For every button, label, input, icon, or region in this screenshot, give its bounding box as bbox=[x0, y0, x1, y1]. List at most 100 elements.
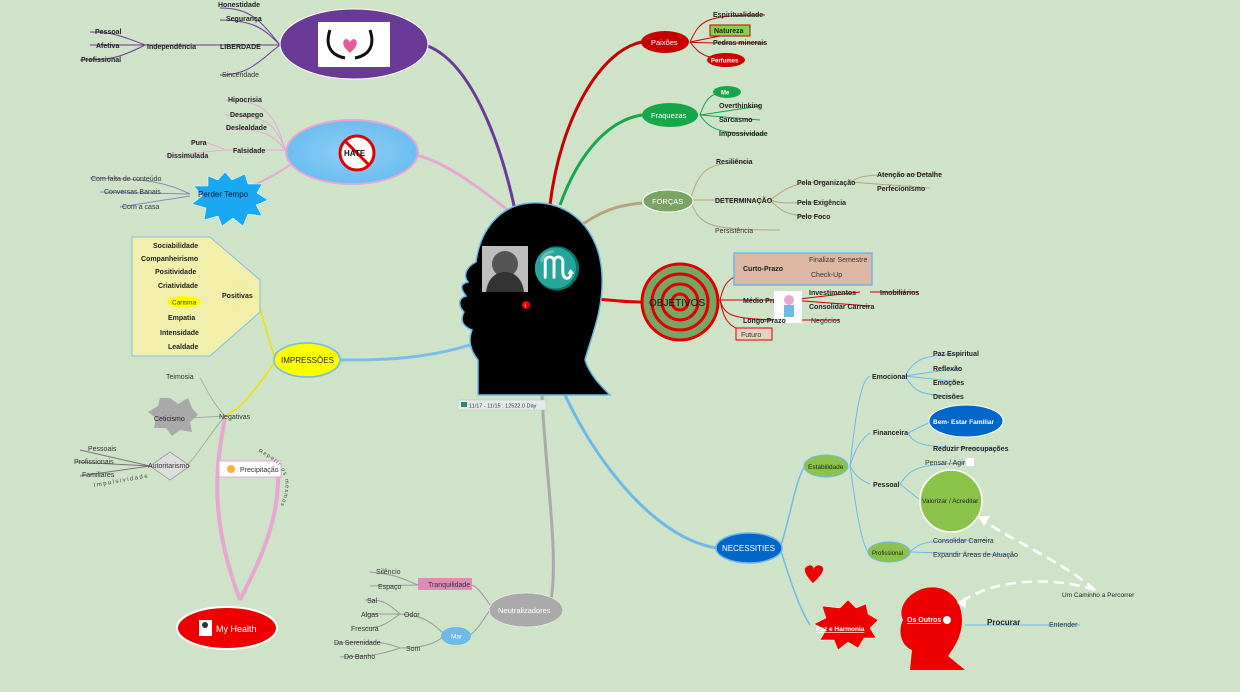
pelo-foco-label: Pelo Foco bbox=[797, 214, 830, 221]
falsidade-label: Falsidade bbox=[233, 148, 265, 155]
silencio-label: Silêncio bbox=[376, 569, 401, 576]
fraquezas-title: Fraquezas bbox=[651, 111, 687, 120]
independencia-label: Independência bbox=[147, 44, 196, 51]
sinceridade-label: Sinceridade bbox=[222, 72, 259, 79]
link-icon[interactable] bbox=[943, 616, 951, 624]
hipocrisia-label: Hipocrisia bbox=[228, 97, 262, 104]
pessoal-label: Pessoal bbox=[873, 482, 900, 489]
consolidar-carreira-label: Consolidar Carreira bbox=[809, 304, 874, 311]
pela-organizacao-label: Pela Organização bbox=[797, 180, 855, 187]
carisma-label: Carisma bbox=[172, 300, 197, 307]
honestidade-label: Honestidade bbox=[218, 2, 260, 9]
som-label: Som bbox=[406, 646, 421, 653]
finalizar-semestre-label: Finalizar Semestre bbox=[809, 257, 867, 264]
check-up-label: Check-Up bbox=[811, 272, 842, 279]
autoritarismo-label: Autoritarismo bbox=[148, 463, 189, 470]
frescura-label: Frescura bbox=[351, 626, 379, 633]
do-banho-label: Do Banho bbox=[344, 654, 375, 661]
deslealdade-label: Deslealdade bbox=[226, 125, 267, 132]
paixoes-branch: Paixões Espiritualidade Natureza Pedras … bbox=[641, 12, 767, 67]
entender-label: Entender bbox=[1049, 622, 1078, 629]
overthinking-label: Overthinking bbox=[719, 103, 762, 110]
sociabilidade-label: Sociabilidade bbox=[153, 243, 198, 250]
liberdade-branch: Honestidade Segurança LIBERDADE Sincerid… bbox=[81, 2, 429, 80]
pura-label: Pura bbox=[191, 140, 207, 147]
curto-prazo-label: Curto-Prazo bbox=[743, 266, 783, 273]
estabilidade-label: Estabilidade bbox=[808, 464, 844, 471]
central-head: ♏ i 11/17 - 11/15 : 12522.0 Day bbox=[457, 202, 612, 411]
algas-label: Algas bbox=[361, 612, 379, 619]
negocios-label: Negócios bbox=[811, 318, 841, 325]
desapego-label: Desapego bbox=[230, 112, 263, 119]
companheirismo-label: Companheirismo bbox=[141, 256, 198, 263]
valorizar-acreditar-label: Valorizar / Acreditar bbox=[922, 498, 979, 505]
paz-harmonia-label: Paz e Harmonia bbox=[816, 626, 865, 633]
investimentos-label: Investimentos bbox=[809, 290, 856, 297]
longo-prazo-label: Longo-Prazo bbox=[743, 318, 786, 325]
criatividade-label: Criatividade bbox=[158, 283, 198, 290]
imobiliarios-label: Imobiliários bbox=[880, 290, 919, 297]
sal-label: Sal bbox=[367, 598, 378, 605]
com-a-casa-label: Com a casa bbox=[122, 204, 159, 211]
da-serenidade-label: Da Serenidade bbox=[334, 640, 381, 647]
pessoais-label: Pessoais bbox=[88, 446, 117, 453]
reduzir-preocupacoes-label: Reduzir Preocupações bbox=[933, 446, 1009, 453]
perder-tempo-title: Perder Tempo bbox=[198, 190, 249, 199]
profissional-nec-label: Profissional bbox=[872, 551, 903, 557]
mar-label: Mar bbox=[451, 634, 463, 641]
resiliencia-label: Resiliência bbox=[716, 159, 753, 166]
me-label: Me bbox=[721, 91, 730, 97]
my-health-label: My Health bbox=[216, 624, 257, 634]
perfecionismo-label: Perfecionismo bbox=[877, 186, 925, 193]
hate-title: HATE bbox=[344, 149, 366, 158]
familiares-label: Familiares bbox=[82, 472, 115, 479]
profissionais-label: Profissionais bbox=[74, 459, 114, 466]
date-badge: 11/17 - 11/15 : 12522.0 Day bbox=[469, 404, 537, 410]
os-outros-label: Os Outros bbox=[907, 617, 941, 624]
scorpio-icon: ♏ bbox=[532, 245, 582, 291]
fraquezas-branch: Fraquezas Me Overthinking Sarcasmo Impos… bbox=[642, 86, 768, 138]
empatia-label: Empatia bbox=[168, 315, 195, 322]
seguranca-label: Segurança bbox=[226, 16, 262, 23]
objetivos-branch: OBJETIVOS Curto-Prazo Finalizar Semestre… bbox=[640, 252, 919, 342]
expandir-areas-label: Expandir Áreas de Atuação bbox=[933, 550, 1018, 559]
profissional-label: Profissional bbox=[81, 57, 121, 64]
necessities-branch: NECESSITIES Estabilidade Emocional Paz E… bbox=[715, 351, 1135, 670]
pensar-agir-label: Pensar / Agir bbox=[925, 460, 966, 467]
ceticismo-label: Ceticismo bbox=[154, 416, 185, 423]
natureza-label: Natureza bbox=[714, 28, 744, 35]
perfumes-label: Perfumes bbox=[711, 59, 739, 65]
lealdade-label: Lealdade bbox=[168, 344, 198, 351]
financeira-label: Financeira bbox=[873, 430, 908, 437]
liberdade-label: LIBERDADE bbox=[220, 44, 261, 51]
positivas-label: Positivas bbox=[222, 293, 253, 300]
odor-label: Odor bbox=[404, 612, 420, 619]
neutralizadores-title: Neutralizadores bbox=[498, 606, 551, 615]
tranquilidade-label: Tranquilidade bbox=[428, 582, 470, 589]
caminho-label: Um Caminho a Percorrer bbox=[1062, 592, 1135, 599]
info-icon[interactable]: i bbox=[525, 304, 526, 310]
conversas-banais-label: Conversas Banais bbox=[104, 189, 161, 196]
negativas-label: Negativas bbox=[219, 414, 251, 421]
atencao-detalhe-label: Atenção ao Detalhe bbox=[877, 172, 942, 179]
espiritualidade-label: Espiritualidade bbox=[713, 12, 763, 19]
futuro-label: Futuro bbox=[741, 332, 761, 339]
dissimulada-label: Dissimulada bbox=[167, 153, 208, 160]
paz-espiritual-label: Paz Espiritual bbox=[933, 351, 979, 358]
objetivos-title: OBJETIVOS bbox=[649, 298, 705, 309]
my-health-node[interactable]: My Health bbox=[176, 606, 278, 650]
persistencia-label: Persistência bbox=[715, 228, 753, 235]
falta-conteudo-label: Com falta de conteúdo bbox=[91, 176, 162, 183]
forcas-branch: FORÇAS Resiliência DETERMINAÇÃO Persistê… bbox=[642, 159, 942, 235]
decisoes-label: Decisões bbox=[933, 394, 964, 401]
heart-icon bbox=[804, 565, 824, 583]
necessities-title: NECESSITIES bbox=[722, 544, 775, 553]
hate-branch: HATE Hipocrisia Desapego Deslealdade Fal… bbox=[167, 97, 419, 185]
emoji-icon bbox=[227, 465, 235, 473]
neutralizadores-branch: Neutralizadores Tranquilidade Silêncio E… bbox=[334, 569, 564, 661]
espaco-label: Espaço bbox=[378, 584, 401, 591]
edit-icon[interactable] bbox=[966, 458, 974, 466]
pessoal-label: Pessoal bbox=[95, 29, 122, 36]
positividade-label: Positividade bbox=[155, 269, 196, 276]
determinacao-label: DETERMINAÇÃO bbox=[715, 196, 773, 205]
